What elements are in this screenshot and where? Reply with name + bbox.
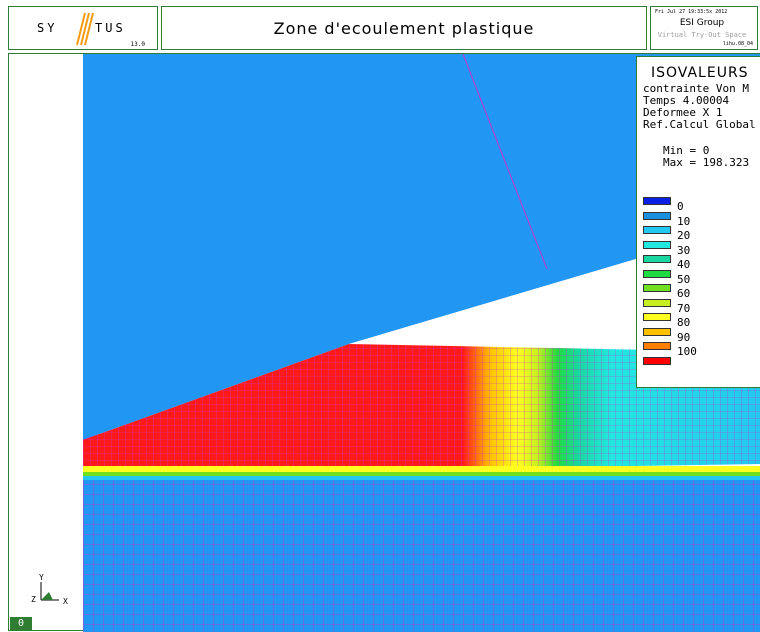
legend-swatch [643,211,671,220]
legend-min: Min = 0 [663,144,710,157]
info-date: Fri Jul 27 19:33:5x 2012 [655,9,728,15]
legend-line: contrainte Von M [643,82,749,95]
legend-swatch [643,226,671,234]
title-box: Zone d'ecoulement plastique [161,6,647,50]
legend-line: Temps 4.00004 [643,94,730,107]
isovalue-legend: ISOVALEURS contrainte Von M Temps 4.0000… [636,56,760,388]
legend-swatch-label: 100 [677,345,697,358]
viewport[interactable]: Y X Z [8,53,760,632]
info-company: ESI Group [679,18,725,28]
legend-swatch [643,197,671,205]
legend-swatch [643,255,671,263]
page-title: Zone d'ecoulement plastique [273,19,535,38]
legend-swatch [643,269,671,278]
band-yellow [83,466,760,472]
legend-swatch-label: 80 [677,316,691,329]
version-label: 13.0 [130,41,145,48]
legend-swatch [643,240,671,249]
legend-swatch-label: 60 [677,287,691,300]
legend-swatch-label: 50 [677,272,691,286]
info-box: Fri Jul 27 19:33:5x 2012 ESI Group Virtu… [650,6,758,50]
legend-swatch-label: 30 [677,243,691,257]
tool-region [83,54,760,440]
band-green [83,472,760,476]
x-axis-label: X [63,597,68,606]
info-user: lihu.08_04 [722,41,753,47]
tool-edge-line [462,54,548,270]
base-plate-mesh [83,480,760,632]
axis-triad: Y X Z [31,573,68,606]
logo-mark-icon [76,12,94,46]
legend-swatch-label: 10 [677,214,691,228]
logo-text-right: TUS [95,21,126,35]
legend-swatch [643,313,671,321]
legend-swatch [643,298,671,307]
y-axis-label: Y [39,573,44,582]
legend-swatch-label: 90 [677,330,691,344]
fem-scene[interactable]: Y X Z [9,54,760,632]
systus-logo-box: SY TUS 13.0 [8,6,158,50]
legend-swatch-label: 20 [677,229,691,242]
logo-text-left: SY [37,21,58,35]
z-axis-label: Z [31,595,36,604]
legend-swatch [643,356,671,365]
legend-swatch-label: 70 [677,301,691,315]
legend-title: ISOVALEURS [651,65,749,81]
legend-max: Max = 198.323 [663,156,750,169]
legend-swatch-label: 0 [677,200,684,213]
page-badge: 0 [10,617,32,630]
plastic-zone-mesh [83,344,760,472]
legend-line: Deformee X 1 [643,106,723,119]
info-subtitle: Virtual Try-Out Space [657,31,747,39]
legend-swatch [643,342,671,350]
legend-swatch [643,284,671,292]
band-cyan [83,476,760,480]
legend-swatch-label: 40 [677,258,691,271]
legend-line: Ref.Calcul Global [643,118,756,131]
legend-swatch [643,327,671,336]
